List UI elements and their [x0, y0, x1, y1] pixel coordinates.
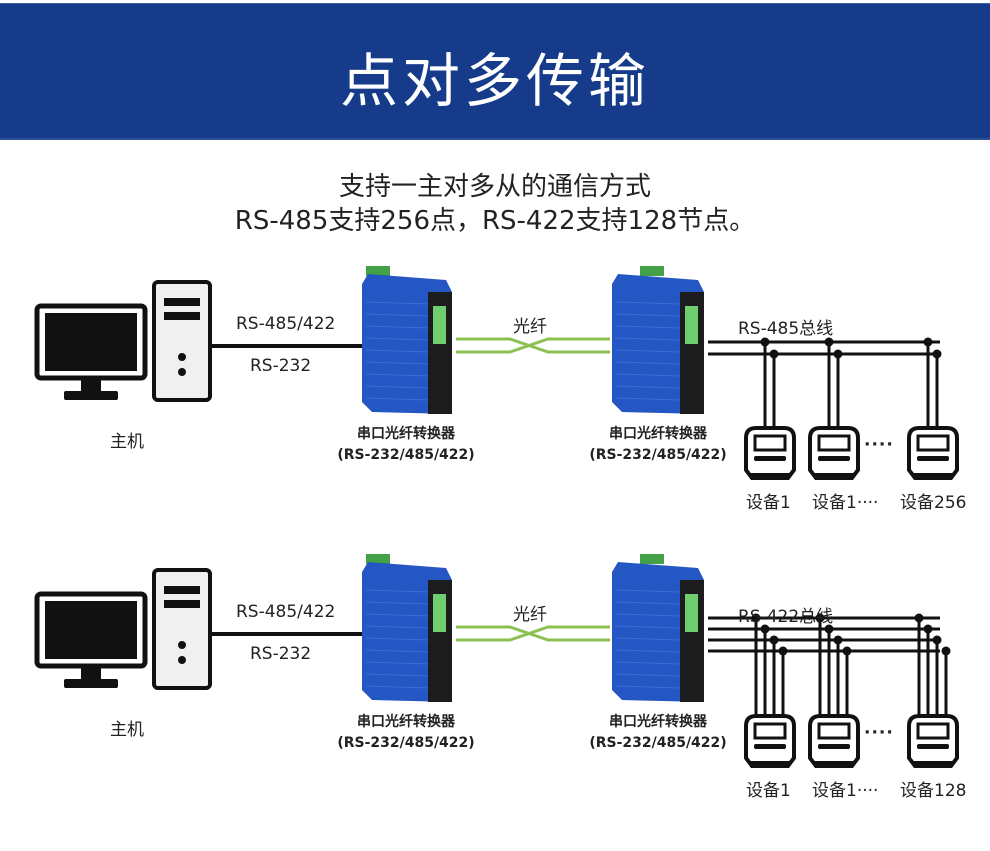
converter-left-model: (RS-232/485/422) [337, 447, 475, 463]
title-banner: 点对多传输 [0, 3, 990, 140]
monitor-icon [34, 303, 148, 400]
diagram-graphics [34, 266, 959, 480]
device-ellipsis: ···· [864, 435, 894, 455]
converter-right-model: (RS-232/485/422) [589, 447, 727, 463]
fiber-label: 光纤 [513, 605, 547, 625]
junction-dot [941, 646, 951, 656]
bus-wires [708, 337, 942, 430]
computer-tower-icon [152, 280, 212, 402]
converter-right-name: 串口光纤转换器 [609, 714, 707, 730]
converter-right-model: (RS-232/485/422) [589, 735, 727, 751]
converter-left-name: 串口光纤转换器 [357, 714, 455, 730]
link-label-bottom: RS-232 [250, 356, 312, 376]
device-label-3: 设备128 [900, 781, 967, 801]
converter-right-label: 串口光纤转换器 (RS-232/485/422) [578, 424, 738, 466]
link-label-bottom: RS-232 [250, 644, 312, 664]
junction-dot [824, 337, 834, 347]
converter-right-name: 串口光纤转换器 [609, 426, 707, 442]
meter-device-icon [907, 714, 959, 768]
computer-tower-icon [152, 568, 212, 690]
topology-diagram-1: 主机 RS-485/422 RS-232 光纤 串口光纤转换器 (RS-232/… [0, 262, 990, 542]
page-title: 点对多传输 [339, 47, 650, 115]
junction-dot [815, 613, 825, 623]
bus-wires [708, 613, 951, 718]
meter-device-icon [907, 426, 959, 480]
fiber-converter-right [612, 266, 704, 414]
device-group [744, 426, 959, 480]
meter-device-icon [808, 714, 860, 768]
device-ellipsis: ···· [864, 723, 894, 743]
junction-dot [842, 646, 852, 656]
subtitle-line-2: RS-485支持256点，RS-422支持128节点。 [234, 206, 756, 236]
monitor-icon [34, 591, 148, 688]
host-label: 主机 [110, 432, 144, 452]
junction-dot [833, 349, 843, 359]
fiber-link [456, 625, 610, 642]
bus-label: RS-485总线 [738, 319, 834, 339]
diagram-graphics [34, 554, 959, 768]
fiber-converter-left [362, 266, 452, 414]
subtitle-line-1: 支持一主对多从的通信方式 [338, 172, 651, 202]
host-label: 主机 [110, 720, 144, 740]
converter-left-name: 串口光纤转换器 [357, 426, 455, 442]
device-label-2: 设备1···· [812, 493, 879, 513]
junction-dot [751, 613, 761, 623]
topology-diagram-2: 主机 RS-485/422 RS-232 光纤 串口光纤转换器 (RS-232/… [0, 550, 990, 830]
junction-dot [833, 635, 843, 645]
meter-device-icon [744, 714, 796, 768]
converter-right-label: 串口光纤转换器 (RS-232/485/422) [578, 712, 738, 754]
converter-left-model: (RS-232/485/422) [337, 735, 475, 751]
fiber-converter-right [612, 554, 704, 702]
device-label-3: 设备256 [900, 493, 967, 513]
junction-dot [778, 646, 788, 656]
device-label-2: 设备1···· [812, 781, 879, 801]
junction-dot [760, 337, 770, 347]
converter-left-label: 串口光纤转换器 (RS-232/485/422) [326, 712, 486, 754]
link-label-top: RS-485/422 [236, 602, 336, 622]
fiber-link [456, 337, 610, 354]
link-label-top: RS-485/422 [236, 314, 336, 334]
junction-dot [923, 624, 933, 634]
junction-dot [932, 635, 942, 645]
device-group [744, 714, 959, 768]
bus-label: RS-422总线 [738, 607, 834, 627]
device-label-1: 设备1 [746, 781, 791, 801]
converter-left-label: 串口光纤转换器 (RS-232/485/422) [326, 424, 486, 466]
junction-dot [769, 635, 779, 645]
junction-dot [769, 349, 779, 359]
fiber-label: 光纤 [513, 317, 547, 337]
junction-dot [760, 624, 770, 634]
junction-dot [914, 613, 924, 623]
meter-device-icon [808, 426, 860, 480]
junction-dot [923, 337, 933, 347]
junction-dot [824, 624, 834, 634]
device-label-1: 设备1 [746, 493, 791, 513]
fiber-converter-left [362, 554, 452, 702]
meter-device-icon [744, 426, 796, 480]
junction-dot [932, 349, 942, 359]
